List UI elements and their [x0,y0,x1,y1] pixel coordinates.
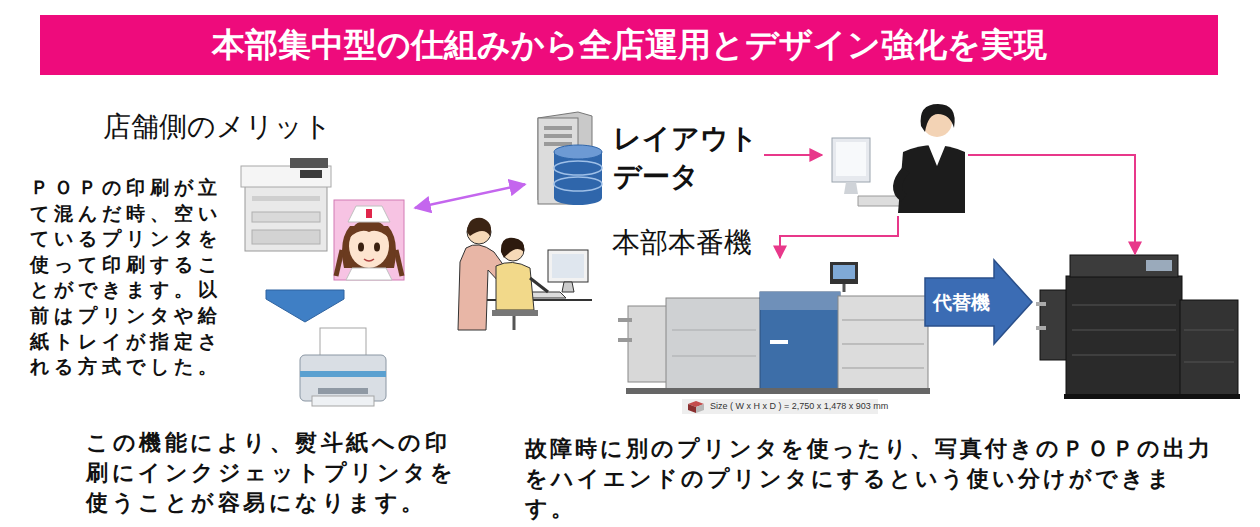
production-printer [760,292,840,390]
store-staff-icon [348,206,390,222]
production-printer [838,296,928,390]
flow-arrows [968,155,1135,254]
inkjet-printer [300,328,386,406]
store-staff-icon [349,220,389,238]
flow-arrows [764,155,1135,258]
substitute-printer [1184,330,1234,362]
substitute-printer [1036,255,1240,399]
office-staff [467,218,491,236]
note-text: この機能により、熨斗紙への印刷にインクジェットプリンタを使うことが容易になります… [86,428,458,518]
store-mfp [245,185,327,251]
inkjet-printer [312,396,374,406]
operator [928,144,946,166]
substitute-printer [1040,290,1068,360]
server-label: レイアウトデータ [613,120,763,196]
production-printer [666,298,762,390]
substitute-printer [1036,302,1046,306]
office-staff [496,262,534,310]
store-mfp [241,166,331,187]
store-mfp [252,212,320,222]
store-staff-icon [374,243,380,252]
size-strip [688,404,696,413]
operator [844,182,858,194]
office-staff [513,316,516,330]
office-staff [552,254,584,278]
down-arrow [266,290,344,322]
office-staff [548,250,588,282]
store-mfp [300,170,322,178]
store-staff-icon [358,243,364,252]
operator [832,104,965,213]
store-staff-icon [364,259,374,261]
store-mfp [241,158,331,251]
production-printer [830,262,858,284]
operator [897,170,906,198]
store-staff-icon [346,268,392,280]
server-icon [538,112,602,205]
office-staff [492,310,538,316]
operator [836,142,866,176]
server-icon [554,191,602,205]
note-text: 故障時に別のプリンタを使ったり、写真付きのＰＯＰの出力をハイエンドのプリンタにす… [525,434,1215,524]
substitute-printer [1036,326,1046,330]
office-staff [458,218,592,330]
server-icon [544,126,572,130]
server-icon [554,145,602,159]
store-staff-icon [366,209,372,218]
inkjet-printer [300,355,386,401]
office-staff [562,282,574,292]
production-printer [770,340,788,344]
substitute-arrow [925,260,1032,344]
substitute-printer [1064,394,1240,399]
operator [898,145,965,213]
inkjet-printer [318,388,368,394]
inkjet-printer [300,371,386,377]
inkjet-printer [320,328,366,358]
size-strip [696,404,704,413]
operator [921,104,955,132]
store-staff-icon [396,250,402,276]
production-printer [842,320,924,368]
panel-heading: 店舗側のメリット [103,109,332,145]
production-printer [628,306,668,382]
production-printer [618,318,632,322]
office-staff [501,238,524,258]
substitute-printer [1070,255,1178,277]
production-printer [618,338,632,342]
substitute-printer [1146,260,1172,271]
store-mfp [252,196,320,201]
production-printer [672,330,756,356]
production-printer [833,265,855,279]
title-band: 本部集中型の仕組みから全店運用とデザイン強化を実現 [40,15,1218,75]
flow-arrows [780,216,898,258]
server-icon [554,177,602,191]
server-icon [544,134,572,138]
store-mfp [252,230,320,244]
substitute-printer [1180,300,1238,395]
flow-arrows [764,154,822,156]
data-server-box: レイアウトデータ [525,108,769,208]
arrow-label: 代替機 [928,290,994,314]
size-note: Size ( W x H x D ) = 2,750 x 1,478 x 903… [710,400,888,412]
server-icon [554,161,602,175]
production-printer [843,284,846,292]
substitute-arrow [925,260,1032,344]
office-staff [530,278,548,292]
title-text: 本部集中型の仕組みから全店運用とデザイン強化を実現 [40,15,1218,75]
printer-heading: 本部本番機 [612,226,752,260]
panel-body: ＰＯＰの印刷が立て混んだ時、空いているプリンタを使って印刷することができます。以… [30,175,235,380]
substitute-printer [1066,276,1182,396]
store-mfp [290,158,328,168]
down-arrow [266,290,344,322]
store-staff-icon [334,200,404,280]
sync-connector [415,184,525,208]
substitute-printer [1072,305,1176,355]
production-printer [618,262,930,394]
store-staff-icon [334,200,404,280]
production-printer [626,388,930,394]
store-panel: 店舗側のメリット ＰＯＰの印刷が立て混んだ時、空いているプリンタを使って印刷するこ… [25,105,415,395]
production-printer [760,292,840,310]
operator [832,138,870,182]
store-staff-icon [336,250,342,276]
